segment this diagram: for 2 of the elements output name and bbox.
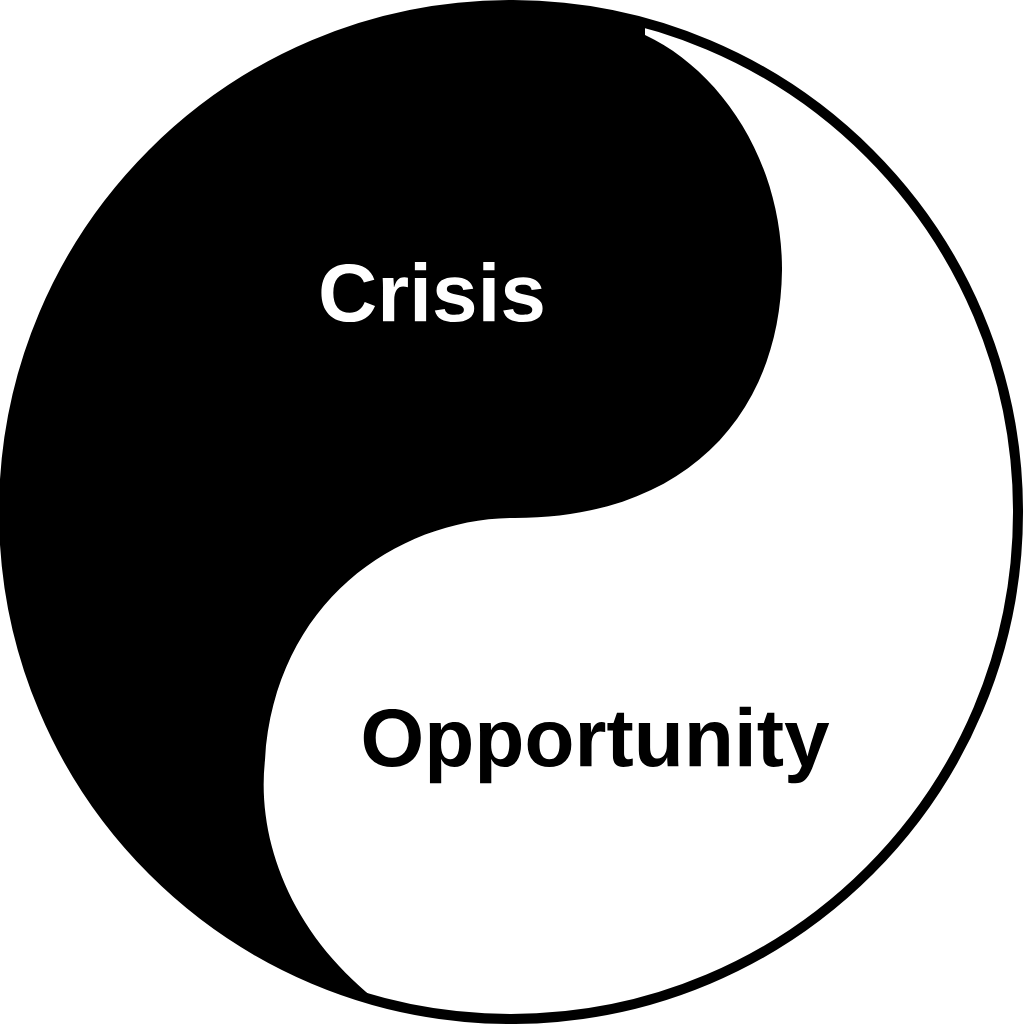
region-label: Crisis bbox=[321, 261, 543, 323]
region-label: Opportunity bbox=[363, 706, 830, 784]
